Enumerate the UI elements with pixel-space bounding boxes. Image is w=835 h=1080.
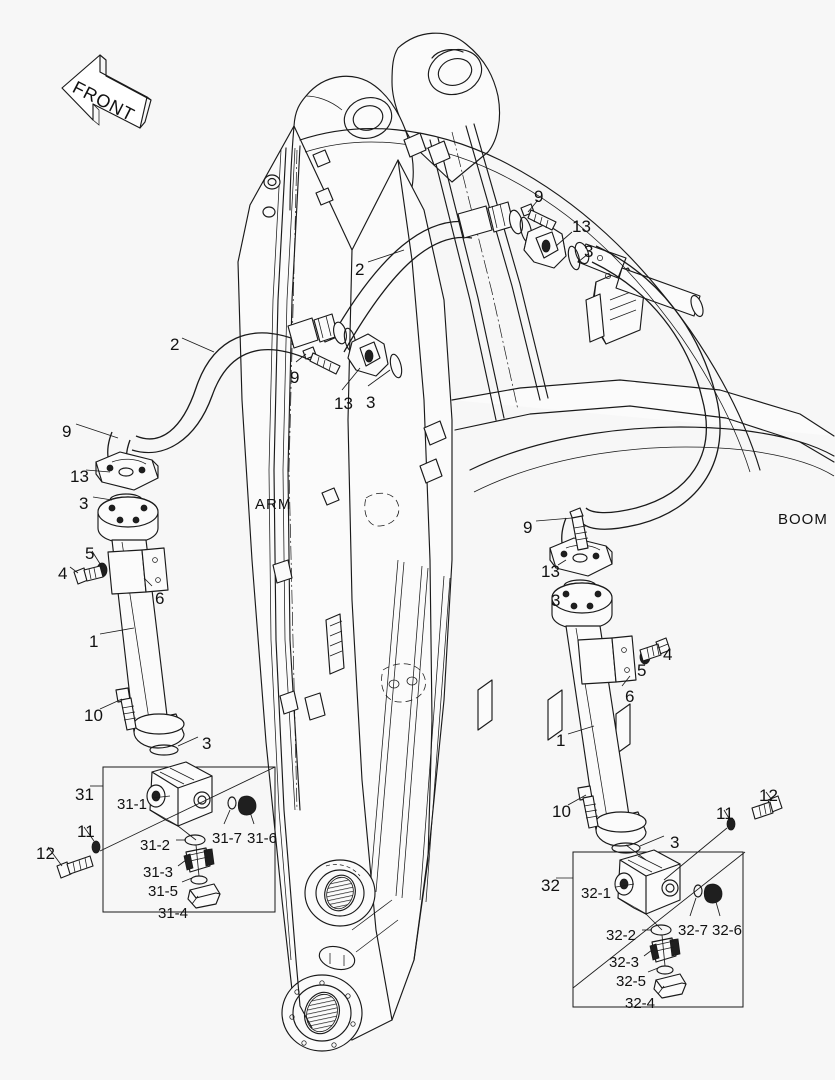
callout-13-1: 13: [572, 217, 591, 236]
detail-part-31-7: 31-7: [212, 830, 243, 847]
detail-part-32-2: 32-2: [606, 927, 637, 944]
callout-9-0: 9: [534, 187, 544, 206]
callout-9-8: 9: [62, 422, 72, 441]
detail-part-31-3: 31-3: [143, 864, 174, 881]
callout-31-17: 31: [75, 785, 94, 804]
detail-part-31-1: 31-1: [117, 796, 148, 813]
callout-1-14: 1: [89, 632, 99, 651]
detail-31-graphics: [56, 761, 276, 913]
callout-2-4: 2: [170, 335, 180, 354]
detail-part-32-4: 32-4: [625, 995, 656, 1012]
detail-part-32-1: 32-1: [581, 885, 612, 902]
callout-13-6: 13: [334, 394, 353, 413]
arm-clamp-bosses: [262, 132, 451, 721]
callout-11-18: 11: [77, 822, 95, 841]
bucket-pivot-lower: [281, 974, 363, 1052]
detail-part-31-5: 31-5: [148, 883, 179, 900]
coupling-right: [549, 507, 613, 630]
callout-3-7: 3: [366, 393, 376, 412]
callout-11-29: 11: [716, 804, 734, 823]
callout-12-30: 12: [759, 786, 778, 805]
callout-10-15: 10: [84, 706, 103, 725]
callout-9-5: 9: [290, 368, 300, 387]
detail-part-32-7: 32-7: [678, 922, 709, 939]
callout-3-22: 3: [551, 591, 561, 610]
callout-13-21: 13: [541, 562, 560, 581]
callout-5-11: 5: [85, 544, 95, 563]
detail-part-32-3: 32-3: [609, 954, 640, 971]
callout-32-31: 32: [541, 876, 560, 895]
section-label-arm: ARM: [255, 496, 292, 513]
bolt-9-right: [569, 507, 589, 551]
coupling-mid-left: [287, 313, 403, 379]
detail-part-32-6: 32-6: [712, 922, 743, 939]
callout-3-10: 3: [79, 494, 89, 513]
detail-part-32-5: 32-5: [616, 973, 647, 990]
section-label-boom: BOOM: [778, 511, 828, 528]
callout-5-24: 5: [637, 661, 647, 680]
callout-13-9: 13: [70, 467, 89, 486]
callout-4-12: 4: [58, 564, 68, 583]
callout-2-3: 2: [355, 260, 365, 279]
bolt-9-upper: [520, 203, 557, 231]
bolt-9-mid: [302, 346, 341, 375]
bucket-pivot-upper: [304, 859, 376, 927]
callout-6-13: 6: [155, 589, 165, 608]
callout-3-16: 3: [202, 734, 212, 753]
callout-9-20: 9: [523, 518, 533, 537]
callout-3-28: 3: [670, 833, 680, 852]
callout-4-23: 4: [663, 645, 673, 664]
detail-part-31-4: 31-4: [158, 905, 189, 922]
hydraulic-hoses: [131, 220, 721, 530]
front-arrow-graphic: [61, 54, 152, 129]
leader-lines: [47, 199, 773, 995]
detail-part-31-6: 31-6: [247, 830, 278, 847]
detail-part-31-2: 31-2: [140, 837, 171, 854]
callout-3-2: 3: [584, 242, 594, 261]
pipe-assembly-left: [73, 431, 185, 756]
coupling-upper-right: [457, 201, 581, 271]
boom-arm-structure: [237, 32, 835, 1052]
callout-1-26: 1: [556, 731, 566, 750]
callout-12-19: 12: [36, 844, 55, 863]
callout-10-27: 10: [552, 802, 571, 821]
callout-6-25: 6: [625, 687, 635, 706]
detail-32-graphics: [572, 795, 783, 1008]
